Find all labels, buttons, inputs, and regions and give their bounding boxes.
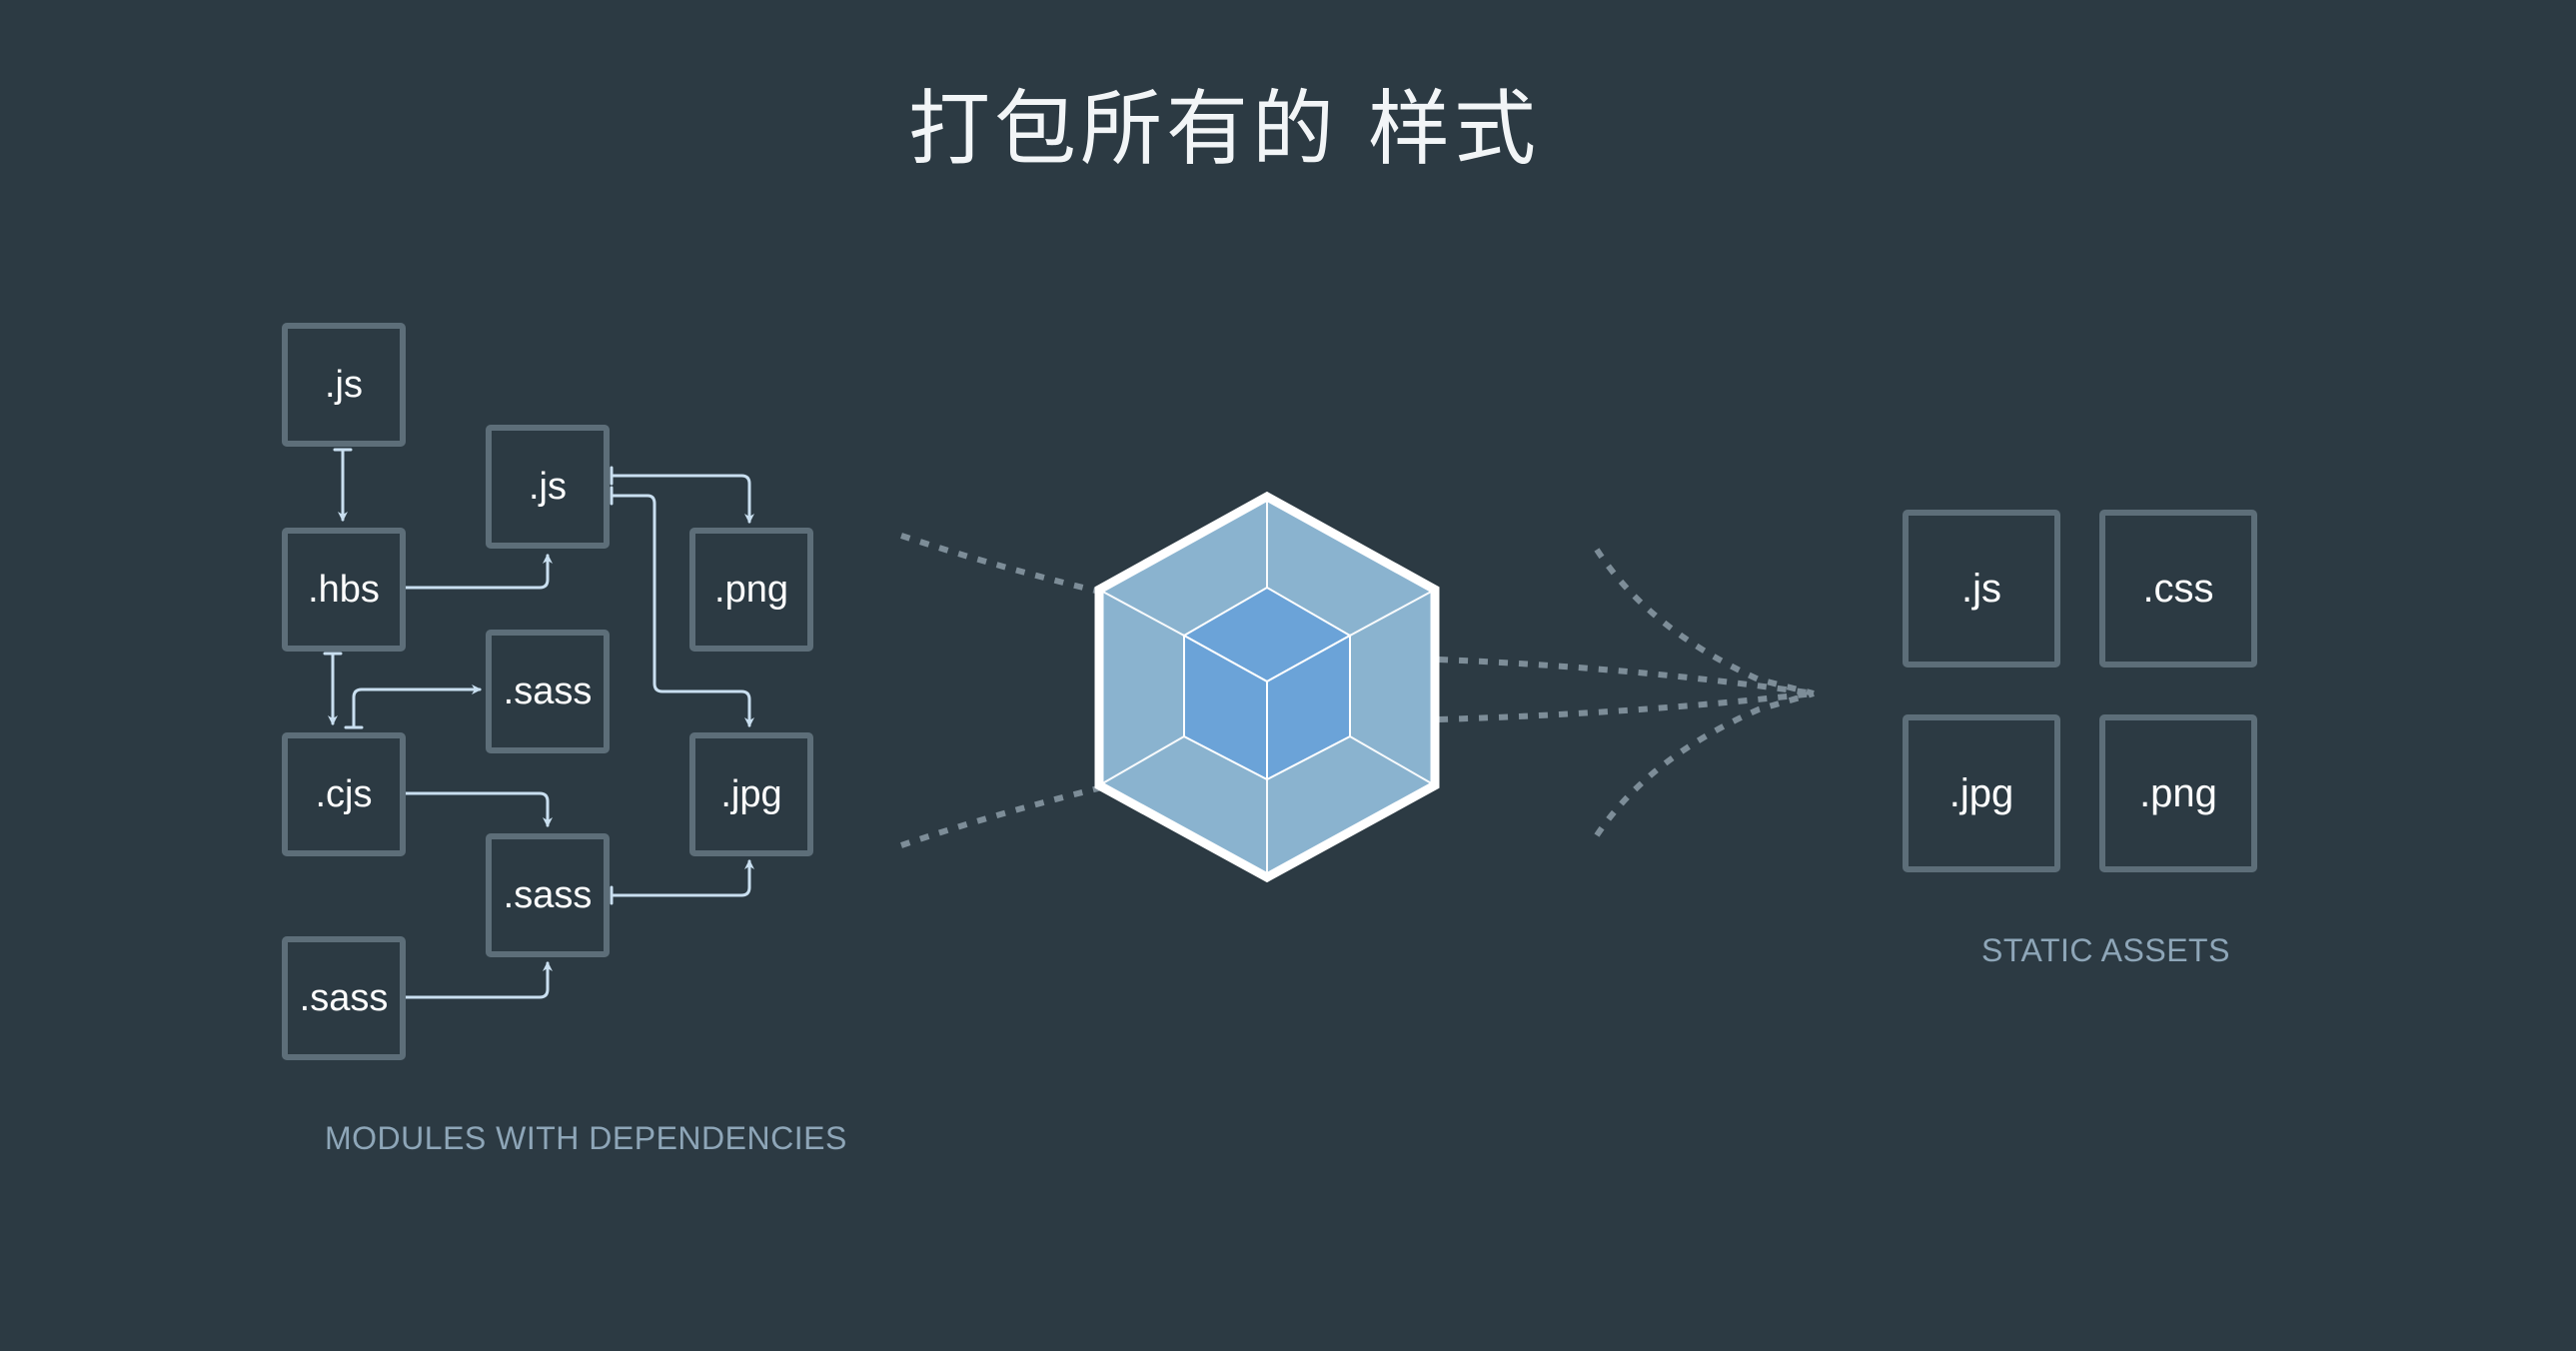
module-js: .js — [282, 323, 406, 447]
page-title: 打包所有的 样式 — [907, 82, 1541, 177]
arrow-js-to-jpg — [610, 494, 754, 727]
arrow-hbs-to-js — [404, 554, 553, 590]
webpack-cube-icon — [1094, 491, 1440, 883]
modules-caption: MODULES WITH DEPENDENCIES — [325, 1120, 847, 1156]
module-jpg: .jpg — [689, 732, 813, 856]
module-js-2: .js — [486, 425, 610, 549]
arrow-cjs-to-sass — [352, 684, 482, 729]
module-sass-3: .sass — [282, 936, 406, 1060]
asset-jpg: .jpg — [1903, 714, 2060, 872]
module-sass: .sass — [486, 630, 610, 753]
arrow-sass-to-jpg — [610, 859, 754, 897]
flow-line-fan-bottom — [1594, 690, 1815, 837]
arrow-js-to-png — [610, 474, 754, 524]
flow-line-fan-top — [1594, 548, 1815, 696]
assets-caption: STATIC ASSETS — [1981, 932, 2230, 968]
flow-line-out-top — [1438, 657, 1815, 696]
asset-css: .css — [2099, 510, 2257, 668]
asset-png: .png — [2099, 714, 2257, 872]
arrow-sass-to-sass — [404, 961, 553, 999]
module-sass-2: .sass — [486, 833, 610, 957]
module-cjs: .cjs — [282, 732, 406, 856]
asset-js: .js — [1903, 510, 2060, 668]
module-png: .png — [689, 528, 813, 652]
flow-line-out-bottom — [1438, 690, 1815, 722]
module-hbs: .hbs — [282, 528, 406, 652]
arrow-cjs-to-sass-mid — [404, 791, 553, 827]
